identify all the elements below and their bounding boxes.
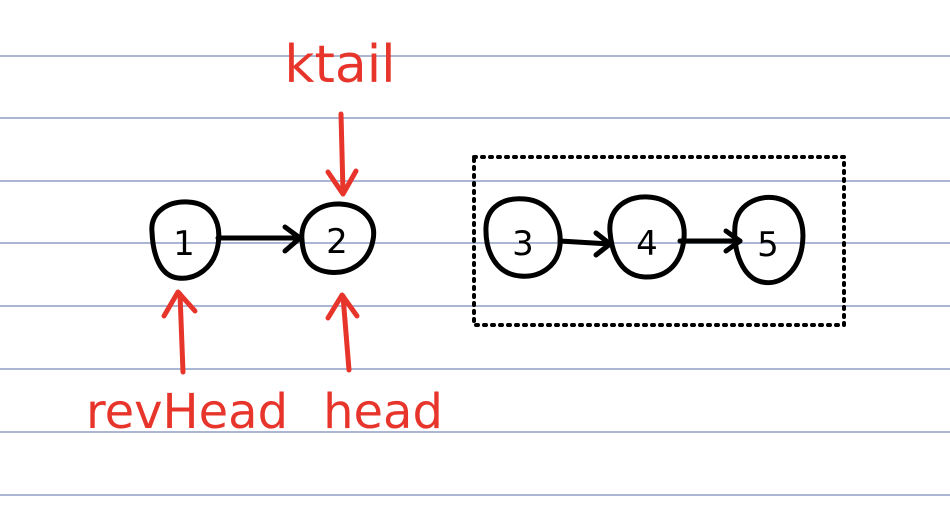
node-label: 1 <box>173 224 195 264</box>
head-arrow <box>325 292 360 373</box>
node-label: 5 <box>757 225 779 265</box>
head-label: head <box>323 384 443 440</box>
edge-1-2 <box>215 224 303 254</box>
revhead-arrow <box>161 289 198 375</box>
annotation-arrows <box>161 111 360 375</box>
node-1: 1 <box>149 199 222 281</box>
nodes: 1 2 3 4 5 <box>149 194 806 286</box>
node-5: 5 <box>732 194 806 286</box>
remaining-list-box <box>472 155 846 327</box>
ktail-arrow <box>325 111 359 197</box>
node-label: 3 <box>512 224 534 264</box>
node-3: 3 <box>483 196 563 279</box>
node-label: 2 <box>326 222 348 262</box>
edges <box>215 224 743 258</box>
node-2: 2 <box>299 201 377 275</box>
annotation-labels: ktail revHead head <box>86 35 443 440</box>
ktail-label: ktail <box>284 35 395 95</box>
revhead-label: revHead <box>86 384 288 440</box>
node-label: 4 <box>636 224 658 264</box>
edge-4-5 <box>677 228 743 254</box>
node-4: 4 <box>607 194 687 280</box>
